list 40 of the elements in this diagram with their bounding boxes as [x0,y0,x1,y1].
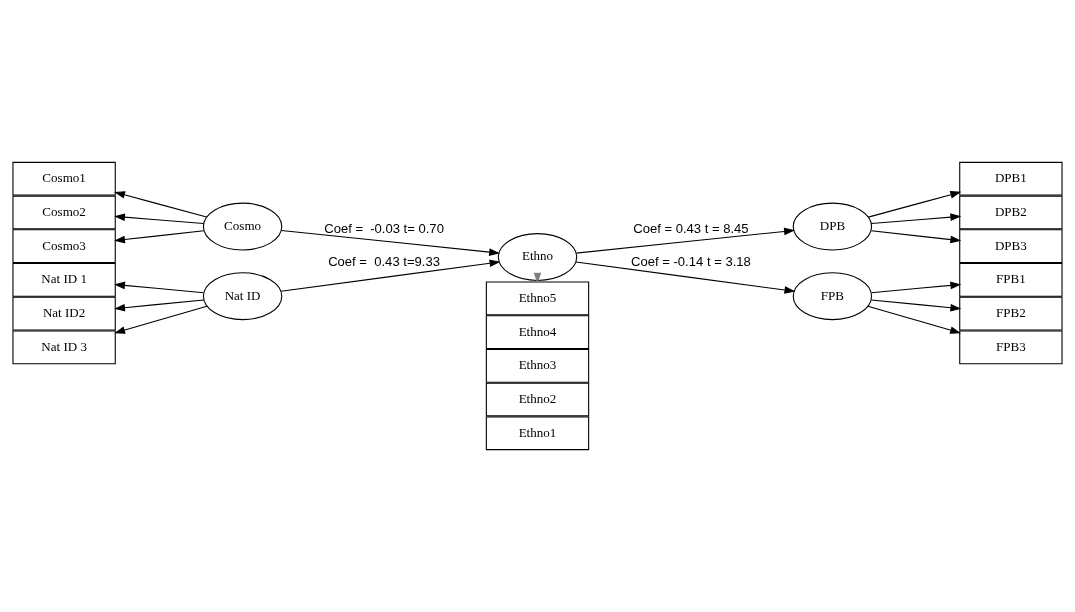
edge-label: Coef = 0.43 t = 8.45 [633,220,749,236]
arrow [870,281,962,294]
arrow [870,213,962,225]
node-ellipse: FPB [792,272,873,321]
node-box: Nat ID 3 [12,330,116,365]
node-box: DPB2 [959,195,1063,230]
node-box: FPB1 [959,263,1063,297]
arrow [867,191,962,218]
arrow [114,191,208,218]
node-box: Ethno2 [485,382,590,417]
node-ellipse: Cosmo [202,202,283,251]
arrow [575,227,795,254]
arrow [114,299,205,312]
arrow [114,305,208,334]
node-box: Ethno1 [485,416,590,451]
node-box: DPB3 [959,229,1063,263]
arrow [114,281,205,294]
node-box: Cosmo3 [12,229,116,263]
arrow [870,230,962,244]
arrow [867,305,962,334]
node-box: DPB1 [959,161,1063,196]
arrow [870,299,962,312]
edge-label: Coef = -0.03 t= 0.70 [324,220,444,236]
node-box: Ethno4 [485,315,590,349]
node-ellipse: Nat ID [202,272,283,321]
edge-label: Coef = 0.43 t=9.33 [328,254,440,270]
arrow [280,259,501,292]
arrow [114,213,205,225]
node-box: FPB2 [959,296,1063,331]
node-box: Nat ID2 [12,296,116,331]
arrow [280,229,501,256]
arrow [575,261,796,294]
node-box: Nat ID 1 [12,263,116,297]
node-box: FPB3 [959,330,1063,365]
node-box: Cosmo1 [12,161,116,196]
node-ellipse: DPB [792,202,873,251]
edge-label: Coef = -0.14 t = 3.18 [631,254,751,270]
arrow [114,230,205,244]
node-box: Ethno3 [485,349,590,383]
node-box: Cosmo2 [12,195,116,230]
